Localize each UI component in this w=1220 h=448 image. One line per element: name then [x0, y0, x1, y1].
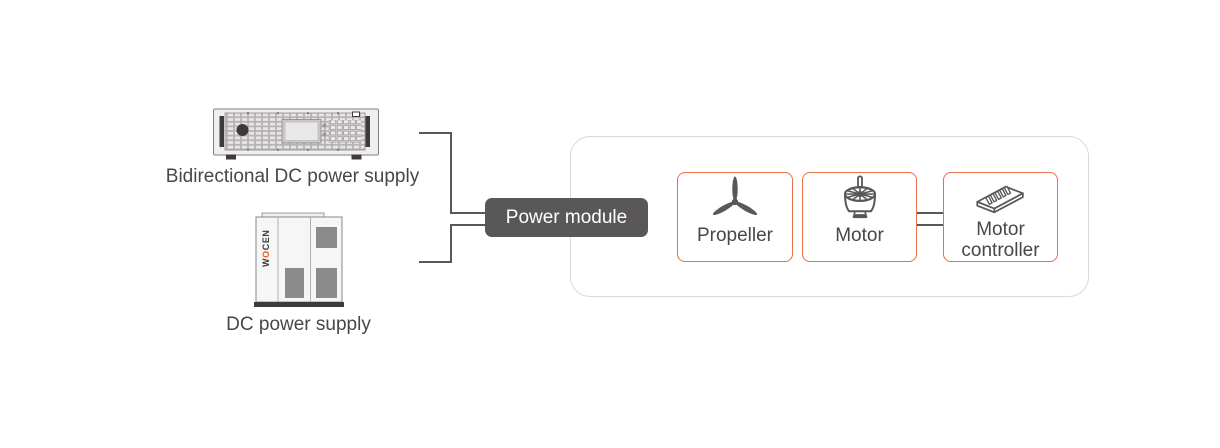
motor-controller-icon: [975, 185, 1024, 214]
rack-power-supply-icon: [213, 108, 379, 160]
cabinet-base: [254, 302, 344, 307]
psu-right-handle: [365, 116, 370, 147]
power-module-badge: Power module: [485, 198, 648, 237]
propeller-icon: [712, 176, 758, 216]
bidirectional-dc-power-supply-label: Bidirectional DC power supply: [165, 166, 420, 187]
psu-foot-right: [351, 154, 362, 160]
cabinet-power-supply-icon: WOCEN: [254, 212, 344, 307]
psu-button-top: [322, 123, 327, 128]
psu-button-bottom: [322, 132, 327, 137]
module-box-motor-controller: Motor controller: [943, 172, 1058, 262]
brand-text: WOCEN: [261, 229, 271, 267]
psu-foot-left: [226, 154, 236, 160]
module-box-propeller: Propeller: [677, 172, 793, 262]
cabinet-vent-bottom-right: [316, 268, 337, 298]
motor-label: Motor: [835, 225, 884, 246]
psu-left-handle: [219, 116, 224, 147]
psu-power-switch: [352, 111, 360, 117]
psu-knob: [236, 124, 249, 136]
psu-keypad: [328, 120, 362, 143]
cabinet-vent-bottom-mid: [285, 268, 304, 298]
cabinet-vent-top-right: [316, 227, 337, 248]
dc-power-supply-label: DC power supply: [226, 314, 371, 335]
psu-screen: [284, 121, 319, 141]
propeller-label: Propeller: [696, 225, 774, 246]
module-box-motor: Motor: [802, 172, 917, 262]
motor-controller-label: Motor controller: [961, 219, 1040, 261]
motor-icon: [843, 175, 876, 219]
psu-screws: [247, 112, 339, 151]
